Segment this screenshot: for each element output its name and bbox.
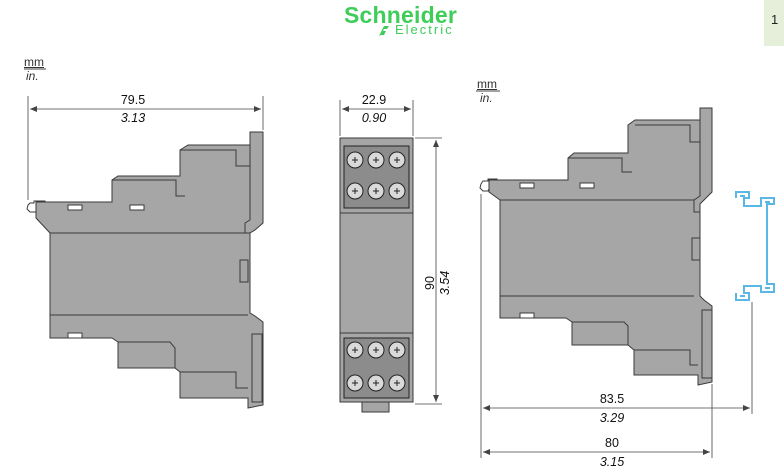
side-width-mm: 79.5 bbox=[120, 93, 146, 107]
front-height-mm: 90 bbox=[423, 276, 437, 290]
unit-in-left: in. bbox=[26, 69, 39, 83]
front-width-in: 0.90 bbox=[361, 111, 387, 125]
front-terminals-top bbox=[343, 145, 410, 209]
din-rail-icon bbox=[735, 191, 775, 301]
brand-subtitle: Electric bbox=[395, 22, 454, 37]
front-terminals-bottom bbox=[343, 337, 410, 399]
total-depth-in: 3.15 bbox=[599, 455, 625, 469]
page-number: 1 bbox=[771, 12, 779, 27]
front-height-in: 3.54 bbox=[438, 270, 452, 296]
unit-in-right: in. bbox=[480, 91, 493, 105]
unit-mm-left: mm bbox=[24, 55, 44, 69]
rail-depth-mm: 83.5 bbox=[599, 392, 625, 406]
brand-name: Schneider bbox=[344, 2, 458, 28]
unit-mm-right: mm bbox=[477, 77, 497, 91]
front-width-mm: 22.9 bbox=[361, 93, 387, 107]
side-width-in: 3.13 bbox=[120, 111, 146, 125]
total-depth-mm: 80 bbox=[605, 436, 619, 450]
rail-depth-in: 3.29 bbox=[599, 411, 625, 425]
page-tab bbox=[764, 0, 784, 46]
side-view bbox=[26, 131, 264, 409]
schneider-logo-icon bbox=[379, 26, 389, 36]
rail-side-view bbox=[479, 107, 713, 386]
